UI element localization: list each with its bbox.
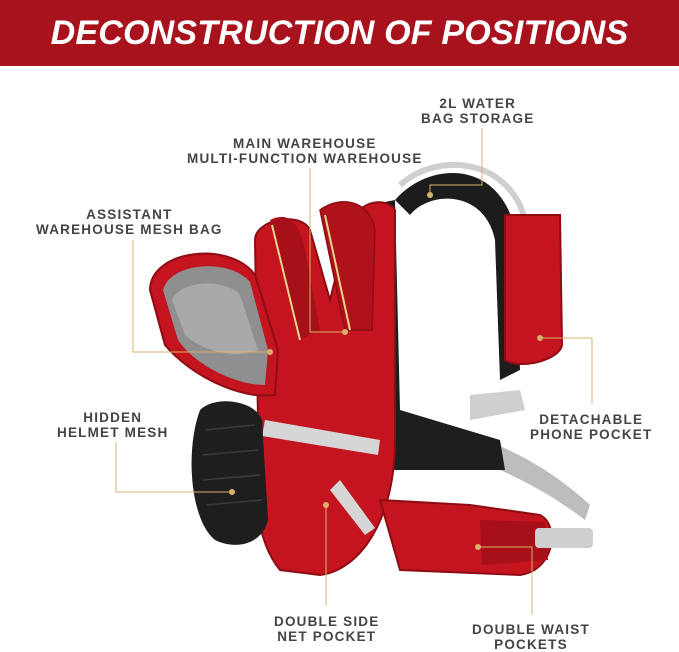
helmet-mesh-label: HIDDEN HELMET MESH [57,410,169,440]
assistant-mesh-label: ASSISTANT WAREHOUSE MESH BAG [36,207,223,237]
helmet-mesh [191,401,268,545]
water-bag-label: 2L WATER BAG STORAGE [421,96,535,126]
title-banner: DECONSTRUCTION OF POSITIONS [0,0,679,66]
side-net-label: DOUBLE SIDE NET POCKET [274,614,380,644]
compression-straps [262,420,380,535]
waist-pockets-label: DOUBLE WAIST POCKETS [472,622,590,652]
leader-lines [115,128,593,615]
main-warehouse-label: MAIN WAREHOUSE MULTI-FUNCTION WAREHOUSE [187,136,423,166]
waist-belt [378,498,593,577]
leader-dots [229,192,543,550]
mesh-bag-open [148,252,280,397]
page-title: DECONSTRUCTION OF POSITIONS [50,13,629,52]
phone-pocket-label: DETACHABLE PHONE POCKET [530,412,653,442]
